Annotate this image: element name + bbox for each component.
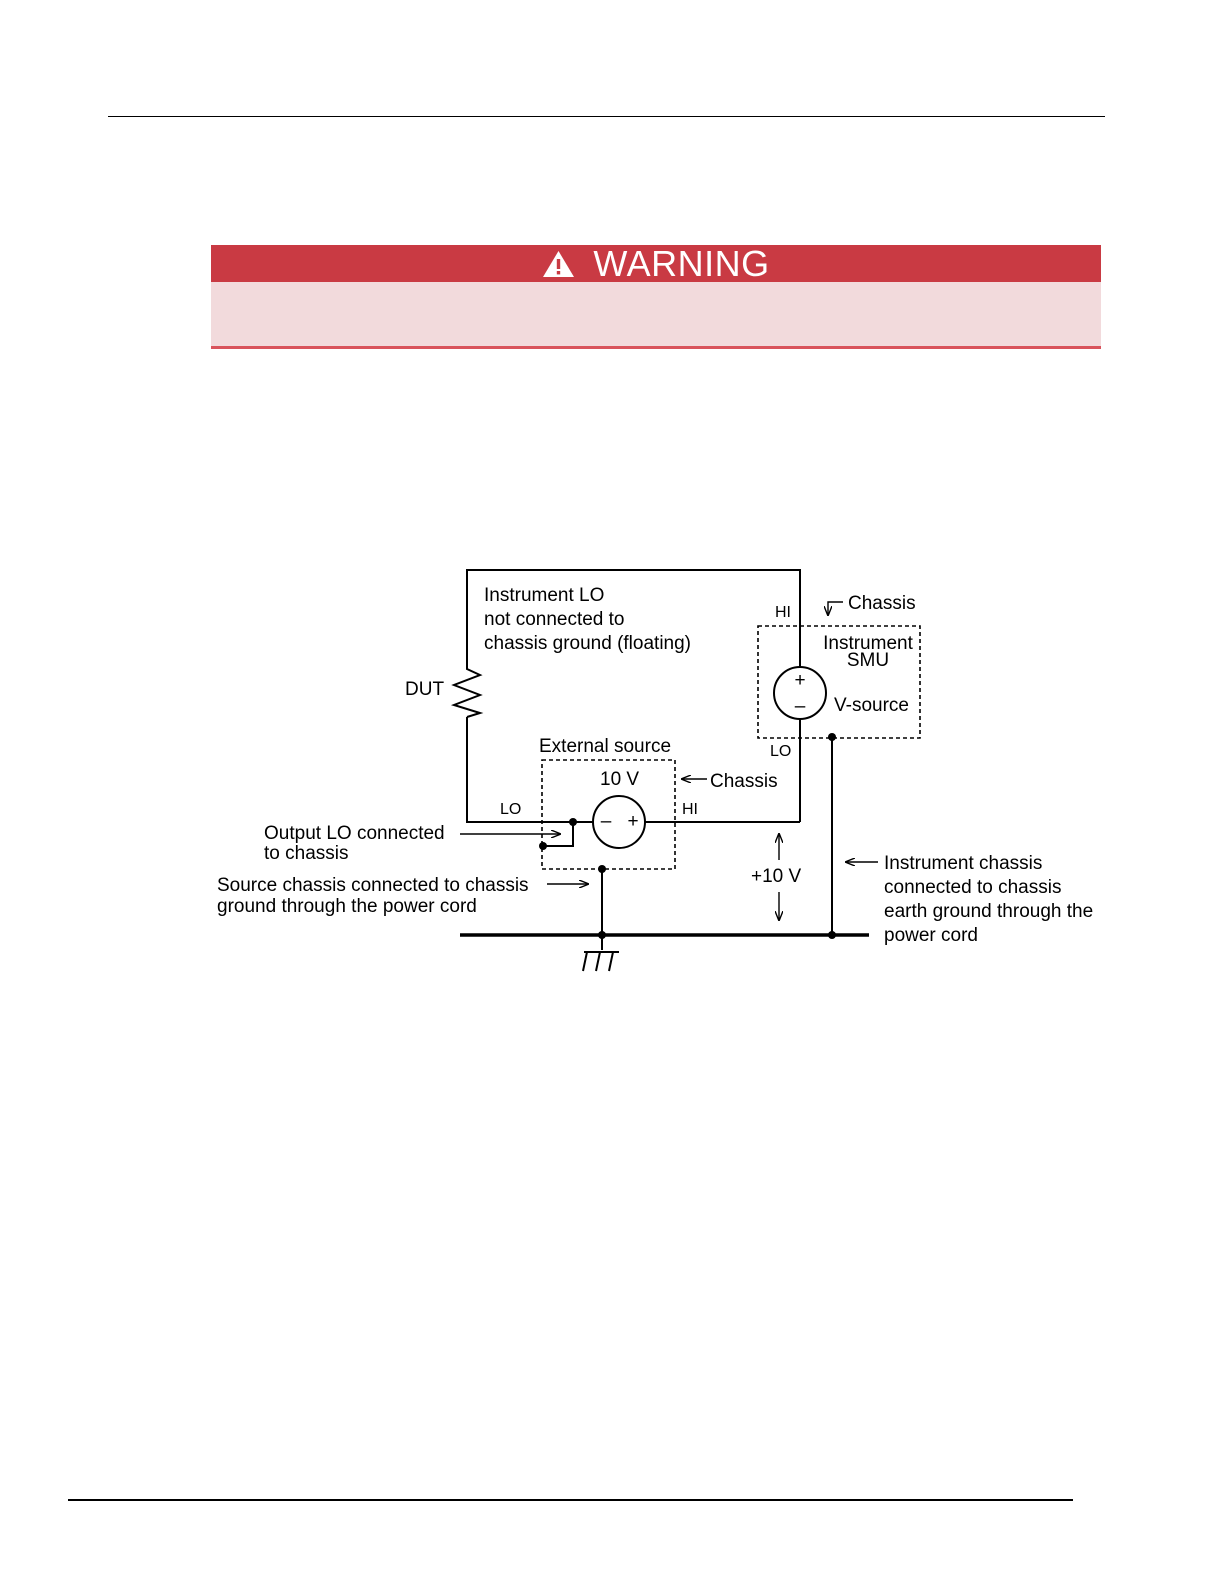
plus-10v-label: +10 V: [751, 866, 802, 887]
external-plus-sign: +: [627, 811, 638, 832]
warning-box: WARNING: [211, 245, 1101, 349]
instrument-chassis-label-line3: earth ground through the: [884, 901, 1093, 922]
external-minus-sign: –: [601, 811, 612, 832]
warning-title: WARNING: [593, 243, 770, 284]
instrument-lo-note-line1: Instrument LO: [484, 585, 604, 606]
external-source-chassis-box: [541, 759, 676, 870]
v-source-label: V-source: [834, 695, 909, 716]
ground-wires: [460, 737, 869, 950]
smu-voltage-source-icon: [773, 666, 827, 720]
smu-plus-sign: +: [794, 670, 805, 691]
footer-rule: [68, 1499, 1073, 1501]
instrument-chassis-label-line4: power cord: [884, 925, 978, 946]
warning-triangle-icon: [543, 250, 575, 277]
dut-resistor: [450, 665, 484, 718]
external-source-label: External source: [539, 736, 671, 757]
instrument-chassis-label-line1: Instrument chassis: [884, 853, 1042, 874]
source-chassis-label-line1: Source chassis connected to chassis: [217, 875, 529, 896]
instrument-smu-label-line1: Instrument: [823, 633, 913, 654]
external-chassis-label: Chassis: [710, 771, 778, 792]
circuit-wires: [466, 569, 801, 847]
instrument-lo-note-line2: not connected to: [484, 609, 625, 630]
earth-ground-icon: [582, 951, 619, 972]
smu-minus-sign: –: [795, 696, 806, 717]
instrument-smu-label-line2: SMU: [847, 650, 889, 671]
warning-header: WARNING: [211, 245, 1101, 282]
external-hi-label: HI: [682, 801, 698, 818]
external-lo-label: LO: [500, 801, 521, 818]
smu-chassis-box: [757, 625, 921, 739]
source-chassis-label-line2: ground through the power cord: [217, 896, 477, 917]
smu-chassis-label: Chassis: [848, 593, 916, 614]
external-voltage-label: 10 V: [600, 769, 639, 790]
junction-dots: [539, 733, 836, 939]
header-rule: [108, 116, 1105, 117]
output-lo-label-line2: to chassis: [264, 843, 348, 864]
annotation-arrows: [460, 601, 878, 920]
external-voltage-source-icon: [592, 795, 646, 849]
instrument-lo-note-line3: chassis ground (floating): [484, 633, 691, 654]
instrument-chassis-label-line2: connected to chassis: [884, 877, 1061, 898]
output-lo-label-line1: Output LO connected: [264, 823, 445, 844]
dut-label: DUT: [405, 679, 444, 700]
smu-hi-label: HI: [775, 604, 791, 621]
smu-lo-label: LO: [770, 743, 791, 760]
